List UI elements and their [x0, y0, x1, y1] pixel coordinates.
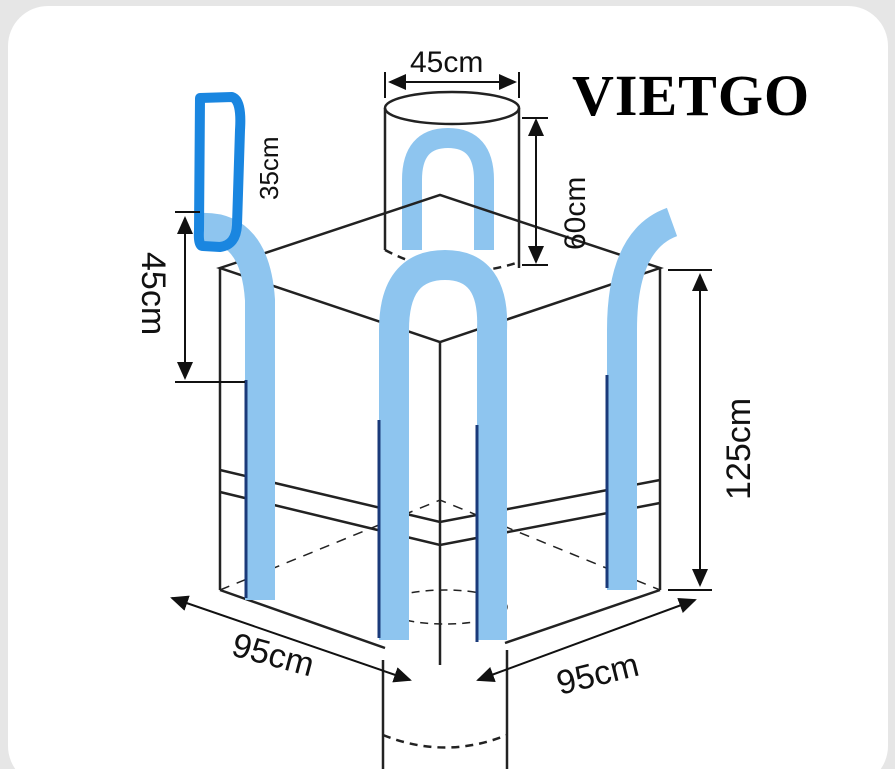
front-loop — [379, 249, 508, 640]
lifting-straps — [199, 207, 678, 640]
left-strap — [199, 212, 275, 600]
bag-height-label: 125cm — [720, 398, 758, 500]
right-strap — [607, 207, 678, 590]
loop-highlight — [193, 92, 246, 252]
top-spout-diameter-label: 45cm — [410, 46, 483, 79]
bag-width-left-label: 95cm — [228, 626, 318, 684]
bag-width-right-label: 95cm — [553, 646, 643, 703]
top-spout-height-label: 60cm — [559, 177, 592, 250]
brand-logo: VIETGO — [572, 63, 810, 128]
spout-loop — [402, 127, 494, 250]
dimension-lines — [170, 72, 712, 683]
loop-strap-length-label: 45cm — [134, 252, 172, 335]
loop-height-label: 35cm — [254, 136, 284, 200]
